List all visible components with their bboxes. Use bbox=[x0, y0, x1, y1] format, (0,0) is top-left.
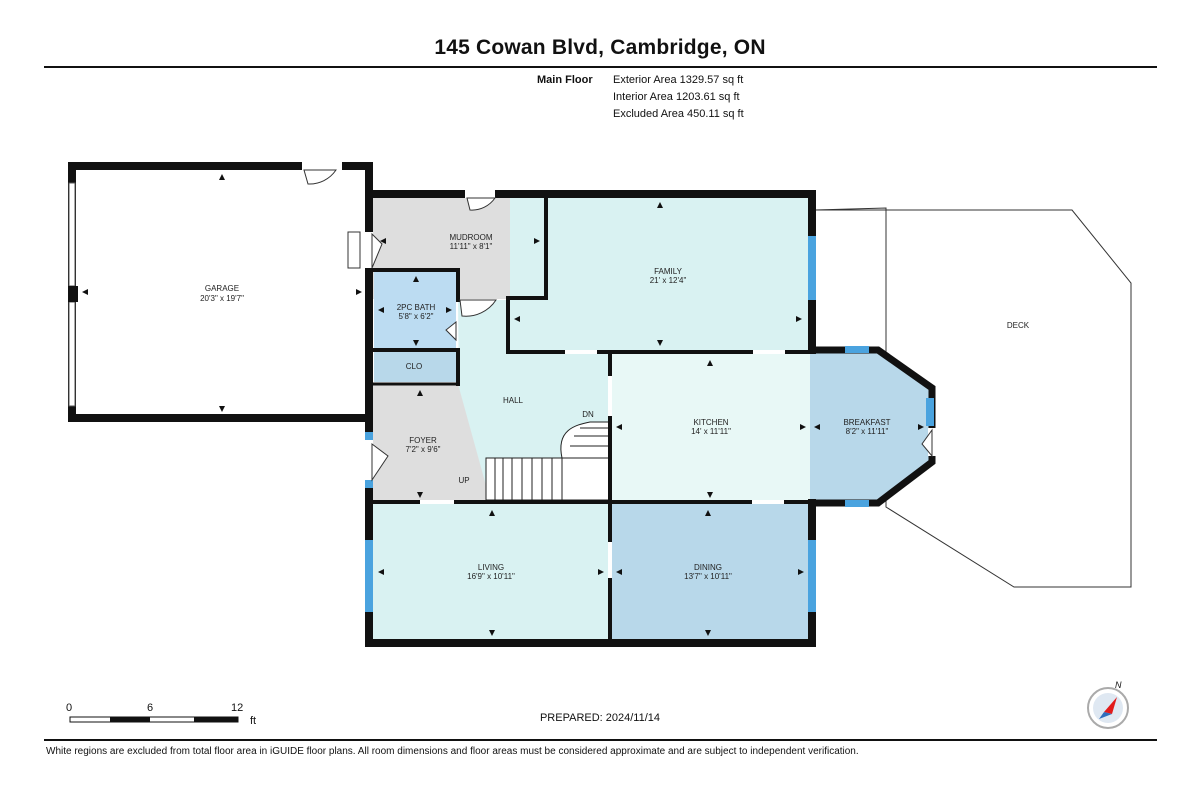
floor-name: Main Floor bbox=[537, 74, 593, 86]
family-label: FAMILY bbox=[654, 267, 683, 276]
scale-tick-6: 6 bbox=[147, 702, 154, 714]
living-room bbox=[372, 504, 610, 639]
page-title: 145 Cowan Blvd, Cambridge, ON bbox=[434, 36, 766, 59]
bath-dims: 5'8" x 6'2" bbox=[399, 312, 434, 321]
bath-room bbox=[374, 272, 456, 348]
garage-post bbox=[68, 286, 78, 302]
header-rule bbox=[44, 66, 1157, 68]
footer-rule bbox=[44, 739, 1157, 741]
deck-label: DECK bbox=[1007, 321, 1030, 330]
dimension-markers bbox=[82, 174, 924, 636]
foyer-room bbox=[372, 384, 490, 500]
breakfast-dims: 8'2" x 11'11" bbox=[846, 427, 889, 436]
dining-room bbox=[612, 504, 810, 639]
excluded-area: Excluded Area 450.11 sq ft bbox=[613, 108, 744, 120]
closet-label: CLO bbox=[406, 362, 422, 371]
exterior-area: Exterior Area 1329.57 sq ft bbox=[613, 74, 744, 86]
scale-tick-12: 12 bbox=[231, 702, 244, 714]
compass-north-label: N bbox=[1115, 680, 1122, 690]
foyer-dims: 7'2" x 9'6" bbox=[406, 445, 441, 454]
kitchen-dims: 14' x 11'11" bbox=[691, 427, 731, 436]
interior-area: Interior Area 1203.61 sq ft bbox=[613, 91, 740, 103]
family-dims: 21' x 12'4" bbox=[650, 276, 687, 285]
prepared-date: PREPARED: 2024/11/14 bbox=[539, 712, 661, 724]
foyer-label: FOYER bbox=[409, 436, 437, 445]
garage-label: GARAGE bbox=[205, 284, 239, 293]
scale-bar bbox=[69, 716, 239, 723]
door-swings bbox=[303, 169, 933, 482]
closet-room bbox=[374, 352, 456, 382]
kitchen-room bbox=[612, 354, 810, 500]
kitchen-label: KITCHEN bbox=[693, 418, 728, 427]
disclaimer-text: White regions are excluded from total fl… bbox=[46, 746, 859, 757]
dining-dims: 13'7" x 10'11" bbox=[684, 572, 732, 581]
hall-label: HALL bbox=[503, 396, 524, 405]
living-label: LIVING bbox=[478, 563, 504, 572]
dining-label: DINING bbox=[694, 563, 722, 572]
stairs-down-label: DN bbox=[582, 410, 594, 419]
garage-dims: 20'3" x 19'7" bbox=[200, 294, 244, 303]
bath-label: 2PC BATH bbox=[397, 303, 436, 312]
scale-unit: ft bbox=[250, 715, 256, 727]
family-room bbox=[510, 196, 810, 352]
stairs-up-label: UP bbox=[458, 476, 469, 485]
compass-icon bbox=[1087, 687, 1129, 729]
mudroom-label: MUDROOM bbox=[449, 233, 492, 242]
breakfast-label: BREAKFAST bbox=[843, 418, 890, 427]
mudroom-dims: 11'11" x 8'1" bbox=[450, 242, 493, 251]
scale-tick-0: 0 bbox=[66, 702, 73, 714]
breakfast-room bbox=[810, 350, 932, 503]
windows bbox=[365, 236, 934, 612]
living-dims: 16'9" x 10'11" bbox=[467, 572, 515, 581]
garage-room bbox=[76, 173, 366, 414]
stairs bbox=[485, 421, 611, 501]
